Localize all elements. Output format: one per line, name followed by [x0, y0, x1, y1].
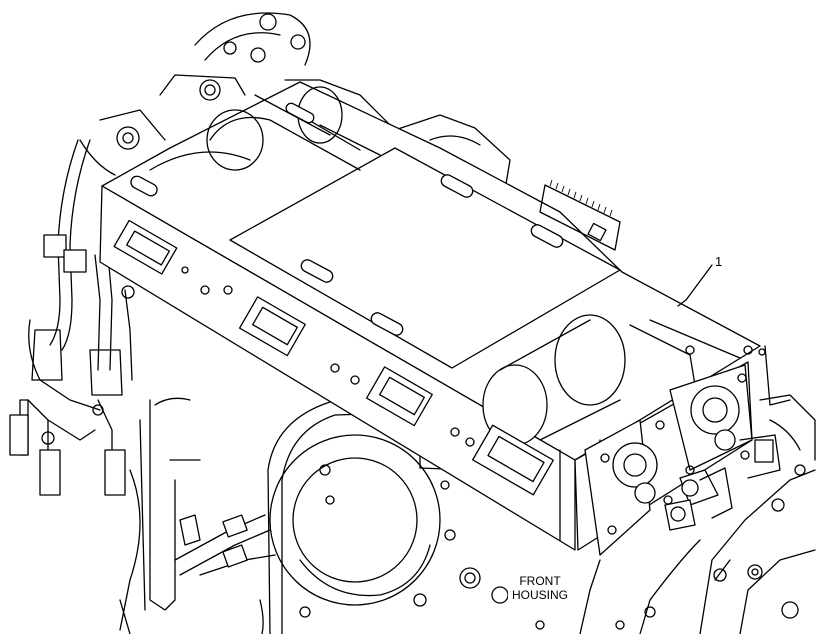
lower-left-structure	[119, 599, 264, 634]
front-housing-label-line2: HOUSING	[511, 588, 568, 602]
front-housing-label-line1: FRONT	[519, 574, 561, 588]
upper-rear-components	[79, 12, 511, 191]
aftercooler-assembly	[99, 81, 791, 556]
callout-number-1: 1	[715, 254, 723, 269]
front-housing-label: FRONT HOUSING	[508, 574, 572, 602]
callout-leader-1	[677, 264, 713, 307]
left-hoses-and-sensors	[9, 139, 276, 631]
